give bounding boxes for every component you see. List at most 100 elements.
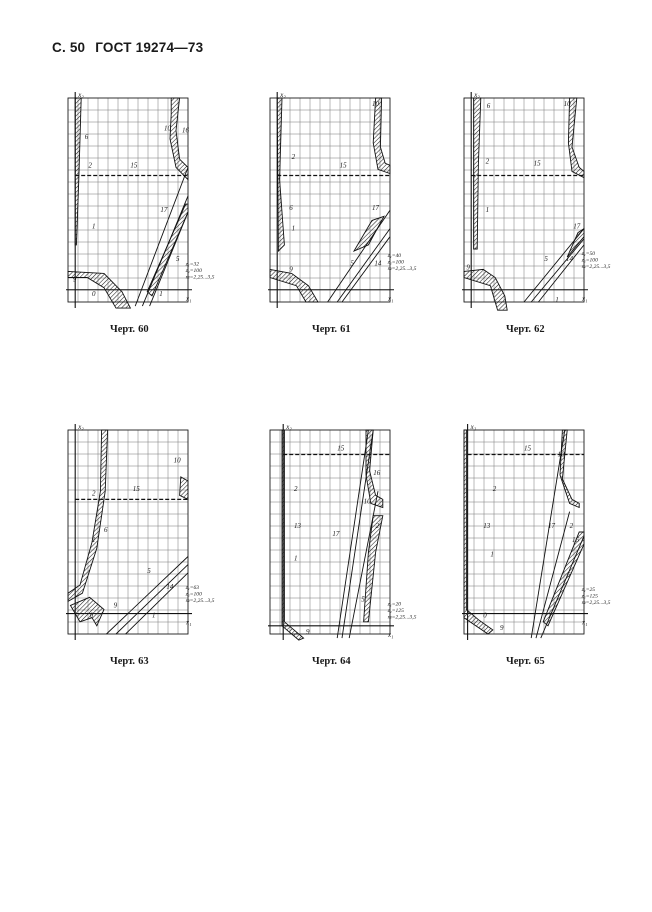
limit-line (149, 212, 189, 307)
curve-label-c10: 10 (564, 100, 572, 108)
curve-label-c2: 2 (493, 485, 497, 493)
param-line: m=2,25...3,5 (186, 598, 215, 604)
curve-label-c6: 6 (289, 204, 293, 212)
caption-number: 65 (534, 656, 545, 667)
page-header: С. 50 ГОСТ 19274—73 (52, 40, 203, 55)
grid-frame (269, 97, 391, 303)
curve-label-c13: 13 (294, 522, 302, 530)
curve-label-c10: 10 (558, 451, 566, 459)
blocking-contour (352, 215, 385, 252)
curve-label-c10: 10 (164, 125, 172, 133)
curve-label-c1b: 1 (159, 290, 163, 298)
curve-label-c2b: 2 (376, 522, 380, 530)
caption-word: Черт. (506, 324, 532, 335)
figure-caption: Черт.60 (110, 324, 149, 335)
blocking-contour (169, 97, 189, 181)
curve-label-c6: 6 (85, 133, 89, 141)
caption-number: 61 (340, 324, 351, 335)
x2-axis-label: x₂ (77, 423, 84, 431)
page-number: С. 50 (52, 40, 86, 55)
curve-label-c10: 10 (364, 497, 372, 505)
caption-number: 60 (138, 324, 149, 335)
caption-word: Черт. (506, 656, 532, 667)
limit-line (336, 228, 391, 303)
caption-number: 64 (340, 656, 351, 667)
caption-word: Черт. (312, 656, 338, 667)
curve-label-c5: 5 (544, 255, 548, 263)
curve-label-c17: 17 (548, 522, 556, 530)
curve-label-c2: 2 (486, 157, 490, 165)
curve-label-c6: 6 (487, 102, 491, 110)
x2-axis-label: x₂ (470, 423, 477, 431)
caption-number: 62 (534, 324, 545, 335)
param-line: m=2,25...3,5 (582, 600, 611, 606)
curve-label-c1: 1 (294, 555, 298, 563)
grid (463, 429, 585, 635)
curve-label-c1: 1 (92, 536, 96, 544)
limit-line (530, 429, 566, 639)
curve-label-c1b: 1 (548, 612, 552, 620)
curve-label-c16: 16 (572, 536, 580, 544)
grid-frame (67, 97, 189, 303)
limit-line (523, 228, 585, 303)
curve-label-c15: 15 (340, 161, 348, 169)
curve-label-c6: 6 (104, 526, 108, 534)
param-line: z₂=100 (581, 258, 598, 264)
figure-caption: Черт.63 (110, 656, 149, 667)
curve-label-c15: 15 (130, 161, 138, 169)
curve-label-c17: 17 (573, 223, 581, 231)
grid (269, 97, 391, 303)
figure-caption: Черт.64 (312, 656, 351, 667)
limit-line (327, 209, 391, 303)
curve-label-c2: 2 (292, 153, 296, 161)
curve-label-c15: 15 (133, 485, 141, 493)
blocking-contour (69, 596, 105, 627)
curve-label-c9: 9 (466, 263, 470, 271)
curve-label-c5: 5 (147, 567, 151, 575)
figure-caption: Черт.61 (312, 324, 351, 335)
x1-axis-label: x₁ (185, 619, 192, 627)
curve-label-c5: 5 (176, 255, 180, 263)
curve-label-c9: 9 (500, 624, 504, 632)
limit-line (125, 572, 189, 635)
blocking-contour (473, 97, 482, 250)
grid-frame (67, 429, 189, 635)
param-line: z₁=50 (581, 251, 596, 257)
blocking-contour (67, 270, 132, 309)
param-line: z₁=20 (387, 601, 402, 607)
x2-axis-label: x₂ (77, 91, 84, 99)
param-line: m=2,25...3,5 (388, 614, 417, 620)
curve-label-c9: 9 (289, 265, 293, 273)
curve-label-c1: 1 (92, 223, 96, 231)
x1-axis-label: x₁ (185, 295, 192, 303)
blocking-contour (179, 476, 189, 501)
limit-line (341, 429, 374, 639)
curve-label-c5: 5 (361, 595, 365, 603)
curve-label-c5: 5 (350, 259, 354, 267)
caption-word: Черт. (110, 324, 136, 335)
curve-label-c1: 1 (490, 551, 494, 559)
curve-label-c5: 5 (567, 571, 571, 579)
param-line: m=2,25...3,5 (582, 264, 611, 270)
param-line: z₁=63 (185, 585, 200, 591)
caption-number: 63 (138, 656, 149, 667)
param-line: z₁=25 (581, 587, 596, 593)
limit-line (141, 195, 189, 307)
blocking-contour (276, 97, 285, 253)
x1-axis-label: x₁ (387, 295, 394, 303)
blocking-contour (67, 429, 109, 603)
curve-label-c17: 17 (372, 204, 380, 212)
limit-line (134, 167, 189, 307)
blocking-contour (567, 97, 585, 179)
curve-label-c10: 10 (372, 100, 380, 108)
curve-label-c2b: 2 (570, 522, 574, 530)
limit-line (336, 429, 369, 639)
